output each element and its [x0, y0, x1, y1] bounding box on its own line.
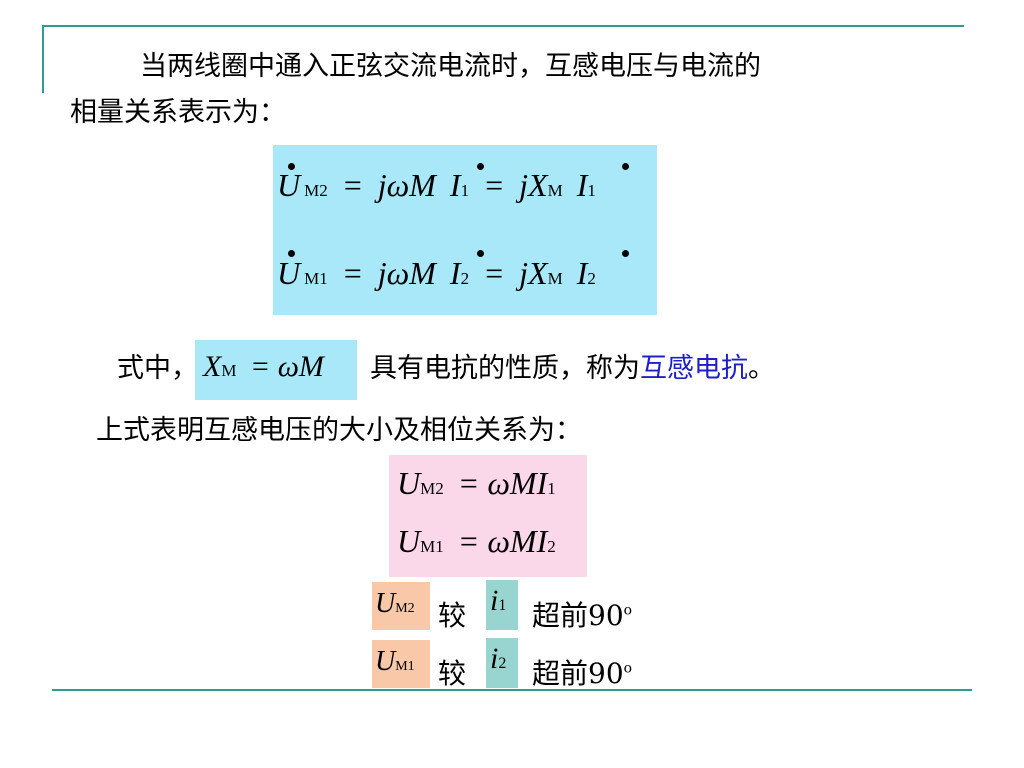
current-label-box: i1 — [486, 580, 518, 630]
equals-sign: = — [485, 167, 504, 203]
reactance-formula: XM = ωM — [203, 350, 324, 384]
magnitude-rhs: = ωMI — [457, 465, 548, 501]
definition-suffix: 。 — [748, 353, 775, 384]
voltage-label-box: UM2 — [372, 582, 430, 630]
magnitude-rhs-subscript: 2 — [547, 537, 556, 556]
voltage-subscript: M2 — [395, 601, 415, 616]
phasor-i-symbol: I — [576, 255, 588, 291]
current-symbol: i1 — [490, 584, 506, 618]
degree-mark: o — [623, 660, 633, 677]
phasor-i-subscript: 1 — [460, 181, 470, 200]
phasor-u-symbol: U — [277, 255, 301, 291]
voltage-symbol: UM2 — [375, 588, 415, 620]
voltage-u: U — [375, 646, 396, 677]
phasor-i-subscript: 2 — [587, 269, 596, 288]
top-divider-line — [42, 25, 964, 27]
equals-sign: = — [343, 255, 362, 291]
degree-mark: o — [623, 602, 633, 619]
lead-text: 超前90 — [532, 599, 624, 632]
voltage-symbol: UM1 — [375, 646, 415, 678]
magnitude-equation-box: UM2 = ωMI1 UM1 = ωMI2 — [389, 455, 587, 577]
phasor-u-symbol: U — [277, 167, 301, 203]
current-symbol: i2 — [490, 642, 506, 676]
intro-line-1: 当两线圈中通入正弦交流电流时，互感电压与电流的 — [140, 51, 761, 82]
mutual-reactance-term: 互感电抗 — [640, 353, 748, 384]
phasor-u-subscript: M1 — [304, 269, 328, 288]
jx-subscript: M — [547, 181, 563, 200]
phasor-dot-icon — [477, 163, 484, 170]
intro-line-2: 相量关系表示为： — [70, 97, 286, 128]
phasor-i-symbol: I — [576, 167, 588, 203]
magnitude-rhs: = ωMI — [457, 523, 548, 559]
jwm-term: jωM — [377, 255, 436, 291]
magnitude-equation-1: UM2 = ωMI1 — [397, 465, 556, 502]
magnitude-u-symbol: U — [397, 465, 421, 501]
phasor-i-subscript: 2 — [460, 269, 470, 288]
current-subscript: 1 — [498, 597, 507, 614]
jx-term: jX — [519, 167, 548, 203]
equals-sign: = — [485, 255, 504, 291]
magnitude-u-subscript: M2 — [420, 479, 444, 498]
magnitude-rhs-subscript: 1 — [547, 479, 556, 498]
current-i: i — [490, 642, 499, 675]
voltage-label-box: UM1 — [372, 640, 430, 688]
jx-subscript: M — [547, 269, 563, 288]
reactance-formula-box: XM = ωM — [195, 340, 357, 400]
phasor-i-symbol: I — [449, 167, 461, 203]
phasor-dot-icon — [622, 163, 629, 170]
left-accent-line — [42, 25, 44, 93]
reactance-expression: = ωM — [249, 350, 324, 383]
magnitude-u-symbol: U — [397, 523, 421, 559]
voltage-u: U — [375, 588, 396, 619]
phasor-i-symbol: I — [449, 255, 461, 291]
magnitude-intro: 上式表明互感电压的大小及相位关系为： — [96, 415, 582, 446]
phasor-dot-icon — [288, 250, 295, 257]
jx-term: jX — [519, 255, 548, 291]
phasor-dot-icon — [288, 163, 295, 170]
current-i: i — [490, 584, 499, 617]
compare-word: 较 — [438, 599, 467, 632]
magnitude-equation-2: UM1 = ωMI2 — [397, 523, 556, 560]
phasor-i-subscript: 1 — [587, 181, 596, 200]
definition-middle: 具有电抗的性质，称为 — [370, 353, 640, 384]
lead-text: 超前90 — [532, 657, 624, 690]
definition-text: 具有电抗的性质，称为互感电抗。 — [370, 352, 775, 386]
phase-relations: UM2 较 i1 超前90o UM1 较 i2 超前90o — [372, 580, 672, 690]
phasor-dot-icon — [622, 250, 629, 257]
phasor-u-subscript: M2 — [304, 181, 328, 200]
equals-sign: = — [343, 167, 362, 203]
compare-word: 较 — [438, 657, 467, 690]
magnitude-u-subscript: M1 — [420, 537, 444, 556]
current-subscript: 2 — [498, 655, 507, 672]
lead-phrase: 超前90o — [532, 594, 632, 634]
reactance-subscript: M — [221, 361, 237, 380]
lead-phrase: 超前90o — [532, 652, 632, 692]
phasor-dot-icon — [477, 250, 484, 257]
current-label-box: i2 — [486, 638, 518, 688]
jwm-term: jωM — [377, 167, 436, 203]
definition-prefix: 式中， — [117, 353, 198, 384]
reactance-symbol: X — [203, 350, 222, 383]
voltage-subscript: M1 — [395, 659, 415, 674]
bottom-divider-line — [52, 689, 972, 691]
